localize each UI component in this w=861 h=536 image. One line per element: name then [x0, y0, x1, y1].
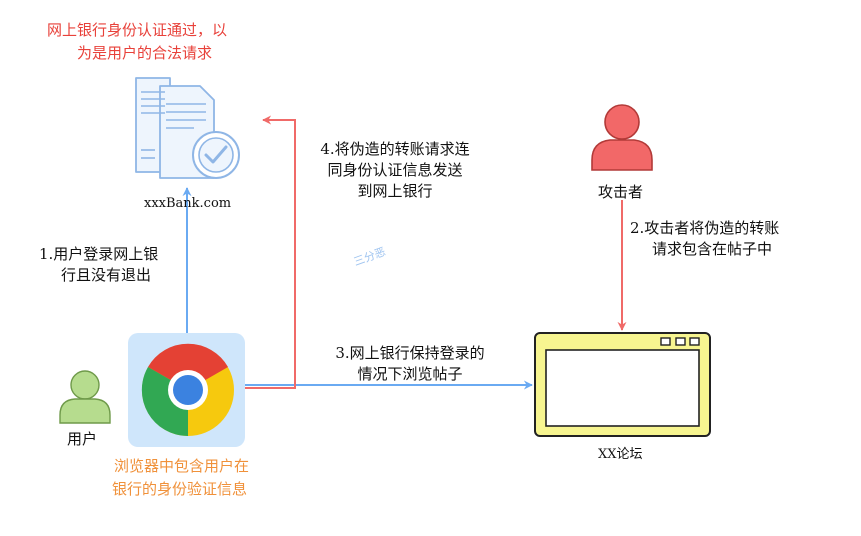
step1-label-line1: 1.用户登录网上银	[39, 245, 159, 263]
browser-info-note-line1: 浏览器中包含用户在	[114, 457, 250, 475]
browser-window-icon	[534, 332, 711, 437]
bank-auth-note: 网上银行身份认证通过，以 为是用户的合法请求	[47, 19, 227, 65]
step4-label: 4.将伪造的转账请求连 同身份认证信息发送 到网上银行	[300, 139, 490, 202]
step1-label: 1.用户登录网上银 行且没有退出	[39, 244, 158, 286]
browser-info-note: 浏览器中包含用户在 银行的身份验证信息	[112, 455, 249, 501]
forum-label: XX论坛	[598, 447, 643, 462]
step2-label-line1: 2.攻击者将伪造的转账	[630, 219, 780, 237]
step2-label-line2: 请求包含在帖子中	[652, 240, 773, 258]
attacker-label: 攻击者	[598, 183, 644, 201]
step1-label-line2: 行且没有退出	[61, 266, 152, 284]
step3-label-line1: 3.网上银行保持登录的	[335, 344, 485, 362]
step4-label-line1: 4.将伪造的转账请求连	[320, 140, 470, 158]
step3-label-line2: 情况下浏览帖子	[357, 365, 463, 383]
step4-label-line3: 到网上银行	[357, 182, 433, 200]
step3-label: 3.网上银行保持登录的 情况下浏览帖子	[310, 343, 510, 385]
bank-auth-note-line2: 为是用户的合法请求	[77, 44, 213, 62]
step4-arrow	[245, 115, 296, 389]
bank-label: xxxBank.com	[144, 196, 232, 211]
browser-info-note-line2: 银行的身份验证信息	[112, 480, 248, 498]
attacker-person-icon	[591, 104, 653, 171]
step4-label-line2: 同身份认证信息发送	[327, 161, 463, 179]
user-label: 用户	[67, 430, 98, 448]
chrome-icon	[128, 333, 245, 447]
server-check-icon	[135, 77, 240, 179]
step2-label: 2.攻击者将伪造的转账 请求包含在帖子中	[630, 218, 779, 260]
bank-auth-note-line1: 网上银行身份认证通过，以	[47, 21, 228, 39]
user-person-icon	[59, 370, 111, 424]
